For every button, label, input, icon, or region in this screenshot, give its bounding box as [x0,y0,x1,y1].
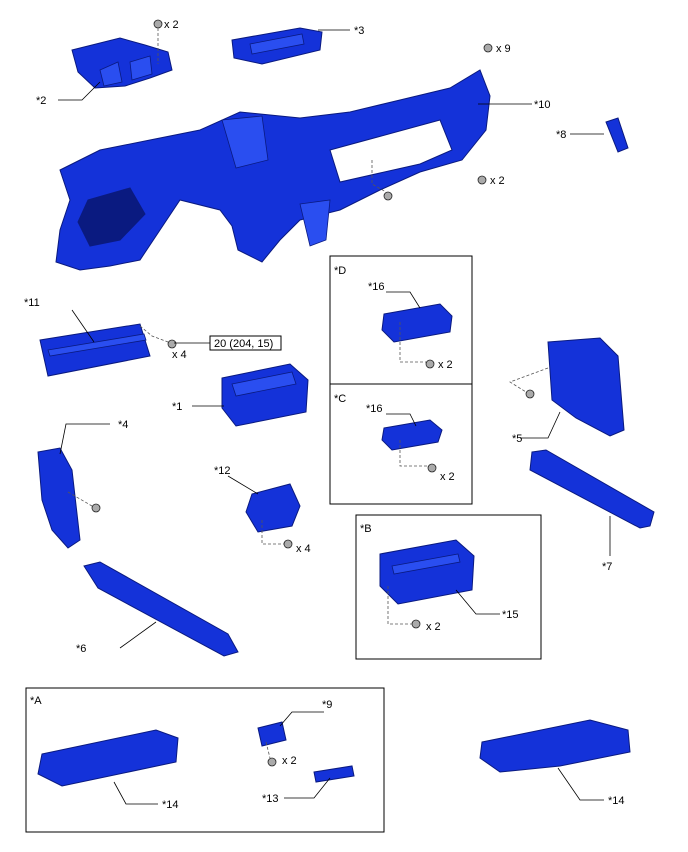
callout-14-b: *14 [608,795,625,807]
qty-a: x 2 [282,755,297,767]
callout-2: *2 [36,95,46,107]
fastener-guides [67,28,549,759]
part-side-cover-4 [37,447,81,549]
part-module-16-d [381,303,453,343]
part-module-12 [245,483,301,533]
group-frame-a [25,687,385,833]
callout-10: *10 [534,99,551,111]
part-scuff-7 [529,449,655,529]
part-side-cover-5 [547,337,625,437]
callout-4: *4 [118,419,128,431]
part-switch-13 [313,765,355,783]
callout-12: *12 [214,465,231,477]
qty-top-right: x 9 [496,43,511,55]
callout-14-a: *14 [162,799,179,811]
torque-value: 20 (204, 15) [214,338,273,350]
qty-12: x 4 [296,543,311,555]
callout-13: *13 [262,793,279,805]
qty-frame-right: x 2 [490,175,505,187]
qty-11: x 4 [172,349,187,361]
callout-7: *7 [602,561,612,573]
group-label-c: *C [334,393,346,405]
part-center-vent [231,27,323,65]
callout-8: *8 [556,129,566,141]
part-panel-14-a [37,729,179,787]
group-label-b: *B [360,523,372,535]
qty-top-duct: x 2 [164,19,179,31]
part-module-15 [379,539,475,605]
leader-lines [58,29,611,805]
qty-b: x 2 [426,621,441,633]
part-scuff-6 [83,561,239,657]
callout-1: *1 [172,401,182,413]
group-frame-d-c [329,255,473,505]
callout-9: *9 [322,699,332,711]
qty-c: x 2 [440,471,455,483]
callout-6: *6 [76,643,86,655]
callout-11: *11 [24,297,40,309]
group-frame-b [355,514,542,660]
part-small-pin [605,117,629,153]
group-label-a: *A [30,695,42,707]
part-air-duct [71,37,173,89]
callout-16-d: *16 [368,281,385,293]
part-bracket-9 [257,721,287,747]
callout-5: *5 [512,433,522,445]
bolt-icons [91,19,535,767]
part-panel-14-b [479,719,631,773]
callout-3: *3 [354,25,364,37]
part-module-16-c [381,419,443,451]
qty-d: x 2 [438,359,453,371]
part-center-module-1 [221,363,309,427]
callout-15: *15 [502,609,519,621]
callout-16-c: *16 [366,403,383,415]
group-label-d: *D [334,265,346,277]
part-lower-panel-11 [39,323,151,377]
part-instrument-panel-reinforcement [55,69,491,271]
